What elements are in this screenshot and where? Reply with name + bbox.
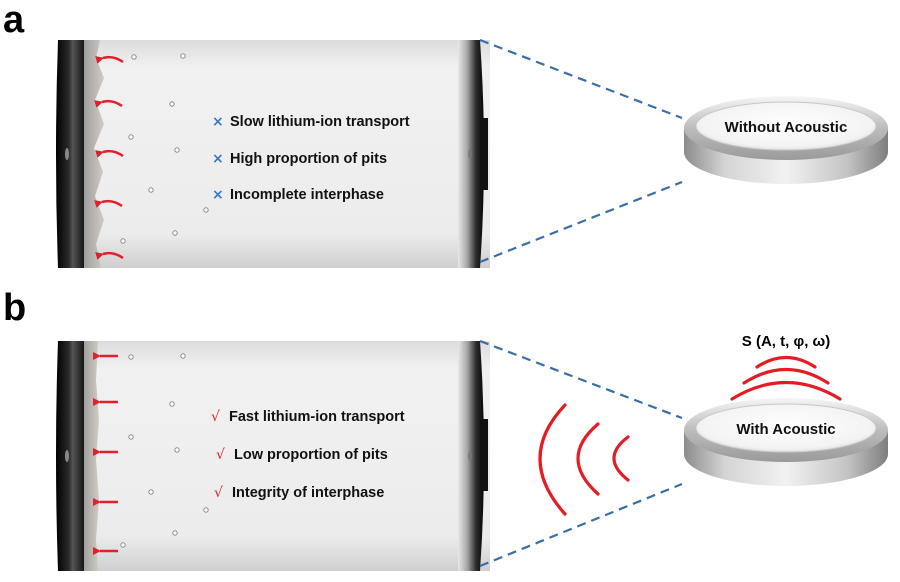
battery-cell-a (56, 40, 490, 268)
ion-particle (180, 353, 186, 359)
zoom-line (479, 180, 683, 264)
ion-particles-a (120, 53, 209, 244)
panel-b-label: b (3, 287, 26, 329)
signal-formula: S (A, t, φ, ω) (742, 333, 830, 350)
wave-arc (755, 356, 817, 369)
ion-particle (174, 447, 180, 453)
ion-flux-arrows-b (93, 352, 118, 555)
ion-particle (148, 187, 154, 193)
ion-arrow (95, 149, 124, 158)
wave-arc (612, 435, 630, 482)
wave-arc (538, 403, 567, 516)
feature-list-a: × Slow lithium-ion transport × High prop… (212, 114, 410, 203)
ion-flux-arrows-a (94, 55, 124, 260)
check-icon: √ (211, 409, 220, 425)
interphase-layer (82, 40, 104, 268)
cathode-highlight (468, 149, 472, 159)
ion-particles-b (120, 353, 209, 548)
ion-particle (172, 530, 178, 536)
feature-text: Integrity of interphase (232, 485, 384, 501)
check-icon: √ (214, 485, 223, 501)
feature-text: Slow lithium-ion transport (230, 114, 410, 130)
feature-text: Low proportion of pits (234, 447, 388, 463)
zoom-line (479, 482, 683, 568)
anode-highlight (65, 148, 69, 160)
lithium-anode (56, 341, 84, 571)
ion-particle (169, 401, 175, 407)
ion-particle (128, 434, 134, 440)
cross-icon: × (212, 151, 224, 167)
feature-text: Incomplete interphase (230, 187, 384, 203)
zoom-line (479, 38, 683, 120)
cathode-terminal (480, 419, 488, 491)
zoom-line (479, 339, 683, 420)
ion-particle (203, 507, 209, 513)
coin-label: Without Acoustic (725, 119, 848, 136)
wave-arc (730, 381, 842, 401)
wave-arc (576, 422, 600, 496)
zoom-lines-a (479, 38, 683, 264)
feature-text: Fast lithium-ion transport (229, 409, 405, 425)
ion-particle (203, 207, 209, 213)
lithium-anode (56, 40, 84, 268)
electrolyte-region (60, 40, 490, 268)
ion-particle (148, 489, 154, 495)
ion-particle (128, 354, 134, 360)
ion-particle (180, 53, 186, 59)
cathode-highlight (468, 451, 472, 461)
coin-cell-a: Without Acoustic (684, 96, 888, 184)
coin-top (695, 403, 877, 453)
ion-particle (120, 238, 126, 244)
ion-particle (128, 134, 134, 140)
coin-label: With Acoustic (736, 421, 835, 438)
ion-arrow (94, 199, 123, 208)
electrolyte-region (60, 341, 490, 571)
panel-a-label: a (3, 0, 25, 41)
ion-arrow (95, 55, 124, 64)
feature-list-b: √ Fast lithium-ion transport √ Low propo… (211, 409, 405, 501)
anode-highlight (65, 450, 69, 462)
check-icon: √ (216, 447, 225, 463)
ion-particle (169, 101, 175, 107)
ion-arrow (95, 251, 124, 260)
ion-particle (174, 147, 180, 153)
ion-particle (131, 54, 137, 60)
ion-arrow (94, 99, 123, 108)
ion-particle (172, 230, 178, 236)
battery-cell-b (56, 341, 490, 571)
cathode-terminal (480, 118, 488, 190)
feature-text: High proportion of pits (230, 151, 387, 167)
coin-cell-b: With Acoustic (684, 398, 888, 486)
coin-top (695, 101, 877, 151)
zoom-lines-b (479, 339, 683, 568)
ion-particle (120, 542, 126, 548)
acoustic-waves-horizontal (538, 403, 630, 516)
cross-icon: × (212, 114, 224, 130)
cross-icon: × (212, 187, 224, 203)
wave-arc (742, 367, 830, 385)
acoustic-waves-vertical (730, 356, 842, 401)
